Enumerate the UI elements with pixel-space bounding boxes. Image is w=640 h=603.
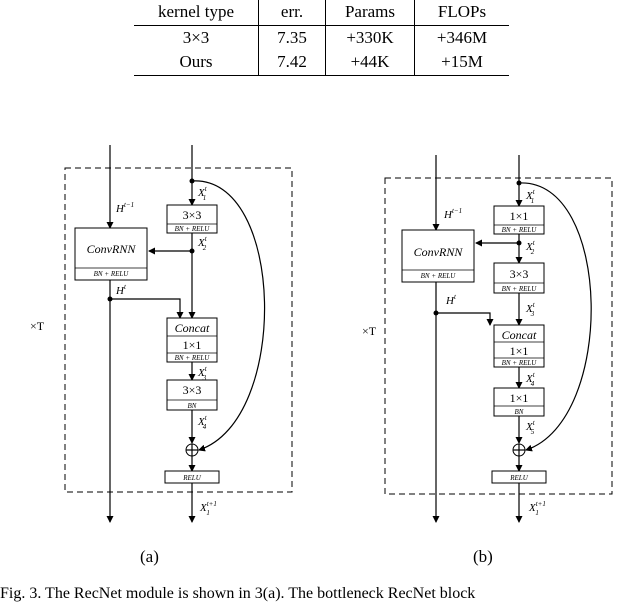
conv-3x3-block [166,204,218,234]
table-cell: +44K [325,50,415,76]
table-row: 3×3 7.35 +330K +346M [134,24,509,50]
header-params: Params [325,0,415,26]
header-kernel-type: kernel type [134,0,259,26]
relu-label: RELU [509,474,528,482]
concat-label: Concat [502,328,537,342]
caption-b: (b) [473,547,493,566]
table-cell: 3×3 [134,24,259,50]
convrnn-sub-label: BN + RELU [94,270,130,278]
table-cell: 7.35 [258,24,326,50]
table-cell: +330K [325,24,415,50]
convrnn-block [74,227,148,281]
conv-1x1-bn-sub-label: BN [515,408,524,416]
h-prev-label: Ht−1 [443,207,462,221]
conv-3x3-label: 3×3 [183,208,202,222]
conv-3x3-block [493,262,545,294]
conv-1x1-sub-label: BN + RELU [175,354,211,362]
figure-caption: Fig. 3. The RecNet module is shown in 3(… [0,585,476,602]
table-cell: +346M [414,24,509,50]
convrnn-label: ConvRNN [87,242,137,256]
table-row: Ours 7.42 +44K +15M [134,50,509,76]
header-flops: FLOPs [414,0,509,26]
conv-1x1-label: 1×1 [183,338,202,352]
conv-3x3-bn-sub-label: BN [188,402,197,410]
conv-3x3-bn-label: 3×3 [183,383,202,397]
caption-a: (a) [140,547,159,566]
relu-label: RELU [182,474,201,482]
conv-3x3-sub-label: BN + RELU [175,225,211,233]
concat-label: Concat [175,321,210,335]
comparison-table: kernel type err. Params FLOPs 3×3 7.35 +… [134,0,509,76]
loop-label: ×T [362,324,377,338]
conv-1x1-sub-label: BN + RELU [502,226,538,234]
conv-1x1-label: 1×1 [510,209,529,223]
conv-3x3-sub-label: BN + RELU [502,285,538,293]
conv-1x1-block [493,205,545,235]
h-cur-label: Ht [115,283,127,297]
h-to-concat-arrow [110,298,184,319]
convrnn-sub-label: BN + RELU [421,272,457,280]
concat-block [493,324,545,368]
convrnn-block [401,229,475,283]
convrnn-label: ConvRNN [414,245,464,259]
conv-3x3-label: 3×3 [510,267,529,281]
conv-1x1-2-label: 1×1 [510,344,529,358]
loop-label: ×T [30,319,45,333]
table-cell: 7.42 [258,50,326,76]
h-prev-label: Ht−1 [115,201,134,215]
concat-block [166,317,218,363]
h-cur-label: Ht [445,293,457,307]
conv-1x1-bn-label: 1×1 [510,391,529,405]
skip-connection [518,182,592,452]
recurrence-box [64,167,293,493]
table-cell: Ours [134,50,259,76]
recurrence-box [384,177,613,495]
conv-1x1-2-sub-label: BN + RELU [502,359,538,367]
skip-connection [191,180,266,452]
table-cell: +15M [414,50,509,76]
